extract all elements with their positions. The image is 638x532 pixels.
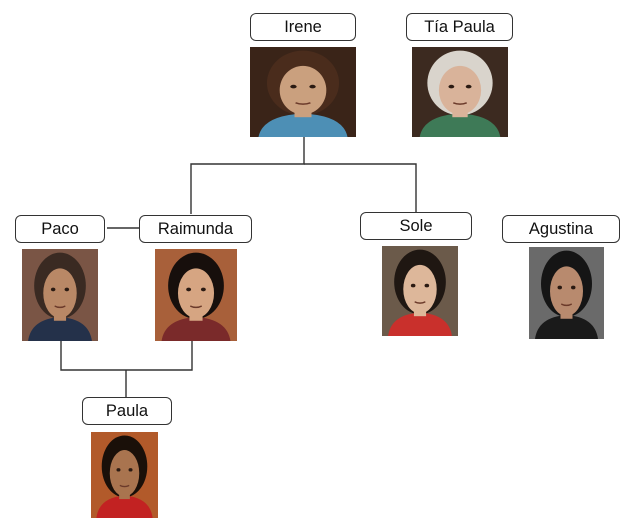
connector-irene-sole [304, 163, 417, 212]
portrait-shoulders [388, 312, 452, 336]
portrait-face [279, 65, 327, 115]
portrait-face [438, 65, 482, 115]
portrait-eye-left [410, 283, 416, 288]
portrait-face [550, 266, 583, 316]
node-tia-paula: Tía Paula [406, 13, 513, 41]
node-irene: Irene [250, 13, 356, 41]
portrait-tia-paula [412, 47, 508, 137]
portrait-eye-left [186, 287, 192, 292]
portrait-face [43, 268, 77, 318]
photo-sole [382, 246, 458, 336]
photo-paula [91, 432, 158, 518]
portrait-mouth [414, 301, 426, 304]
portrait-irene [250, 47, 356, 137]
photo-agustina [529, 247, 604, 339]
portrait-eye-right [465, 84, 472, 89]
portrait-shoulders [28, 317, 92, 341]
portrait-shoulders [419, 113, 501, 137]
portrait-mouth [119, 484, 130, 488]
portrait-eye-right [309, 84, 316, 89]
portrait-eye-right [571, 285, 576, 290]
portrait-mouth [190, 305, 202, 309]
node-paco: Paco [15, 215, 105, 243]
portrait-eye-right [64, 287, 70, 292]
connector-irene-children [190, 136, 305, 214]
photo-tia-paula [412, 47, 508, 137]
portrait-face [403, 264, 437, 314]
portrait-eye-left [448, 84, 455, 89]
portrait-eye-left [50, 287, 56, 292]
portrait-shoulders [258, 113, 348, 137]
portrait-eye-left [290, 84, 297, 89]
portrait-agustina [529, 247, 604, 339]
portrait-shoulders [96, 495, 153, 518]
portrait-mouth [452, 102, 468, 105]
portrait-mouth [295, 102, 311, 105]
portrait-paco [22, 249, 98, 341]
portrait-face [109, 450, 140, 497]
portrait-eye-right [424, 283, 430, 288]
portrait-raimunda [155, 249, 237, 341]
node-paula: Paula [82, 397, 172, 425]
portrait-eye-right [128, 468, 133, 472]
portrait-mouth [54, 305, 66, 309]
photo-irene [250, 47, 356, 137]
portrait-eye-right [200, 287, 206, 292]
node-agustina: Agustina [502, 215, 620, 243]
photo-paco [22, 249, 98, 341]
connector-parents-paula [60, 340, 193, 371]
portrait-paula [91, 432, 158, 518]
portrait-shoulders [535, 315, 598, 339]
portrait-face [177, 268, 215, 318]
node-raimunda: Raimunda [139, 215, 252, 243]
portrait-shoulders [161, 317, 231, 341]
photo-raimunda [155, 249, 237, 341]
portrait-mouth [561, 303, 572, 307]
node-sole: Sole [360, 212, 472, 240]
portrait-eye-left [557, 285, 562, 290]
portrait-sole [382, 246, 458, 336]
portrait-eye-left [116, 468, 121, 472]
